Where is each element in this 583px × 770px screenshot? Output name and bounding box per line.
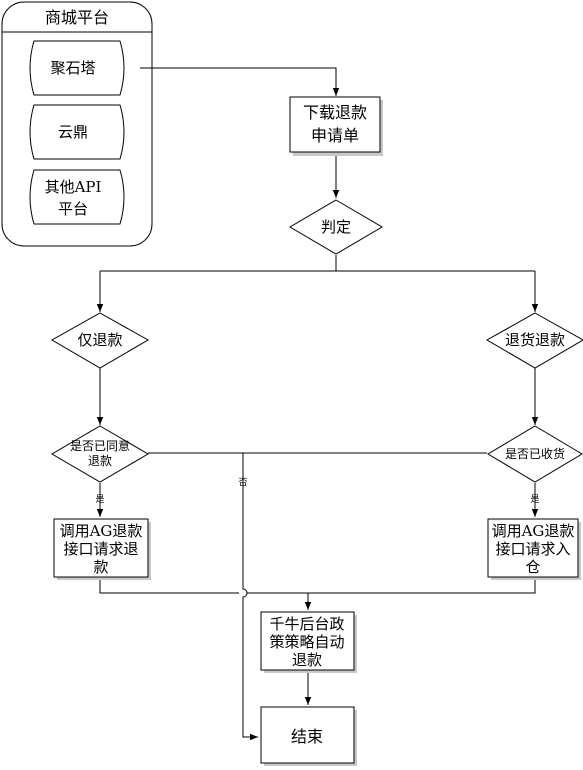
svg-text:仅退款: 仅退款 (77, 331, 122, 349)
node-end: 结束 (260, 706, 357, 766)
svg-text:调用AG退款: 调用AG退款 (492, 522, 575, 540)
node-return-refund: 退货退款 (485, 312, 583, 369)
svg-text:是否已同意: 是否已同意 (70, 438, 130, 453)
svg-text:调用AG退款: 调用AG退款 (60, 522, 143, 540)
platform-item-other-api: 其他API 平台 (29, 169, 125, 225)
svg-text:策策略自动: 策策略自动 (269, 633, 344, 651)
platform-item-yunding: 云鼎 (29, 104, 125, 160)
svg-text:是否已收货: 是否已收货 (505, 446, 565, 461)
svg-text:聚石塔: 聚石塔 (50, 59, 95, 77)
platform-group: 商城平台 聚石塔 云鼎 其他API 平台 (1, 1, 153, 247)
label-no: 否 (238, 477, 247, 488)
edge-platform-download (140, 67, 340, 96)
svg-text:款: 款 (93, 558, 108, 576)
connectors (96, 67, 539, 741)
edge-no-end (242, 453, 258, 741)
svg-text:仓: 仓 (525, 558, 540, 576)
node-call-refund: 调用AG退款 接口请求退 款 (53, 518, 151, 580)
edge-call-warehouse-merge (247, 577, 536, 594)
node-refund-only: 仅退款 (50, 312, 150, 369)
svg-text:退款: 退款 (88, 454, 112, 468)
node-call-warehouse: 调用AG退款 接口请求入 仓 (487, 518, 581, 580)
node-judge: 判定 (289, 199, 383, 255)
platform-group-title: 商城平台 (45, 8, 109, 27)
svg-text:退款: 退款 (292, 651, 322, 669)
svg-text:判定: 判定 (321, 218, 351, 236)
svg-text:云鼎: 云鼎 (58, 123, 88, 141)
svg-text:接口请求退: 接口请求退 (63, 540, 138, 558)
label-yes-left: 是 (95, 494, 104, 505)
svg-text:接口请求入: 接口请求入 (495, 540, 570, 558)
platform-item-jushita: 聚石塔 (29, 40, 125, 96)
svg-text:千牛后台政: 千牛后台政 (269, 615, 344, 633)
svg-text:结束: 结束 (291, 727, 323, 746)
node-download: 下载退款 申请单 (289, 96, 383, 156)
svg-text:平台: 平台 (58, 200, 88, 218)
svg-text:申请单: 申请单 (311, 126, 359, 145)
node-auto-refund: 千牛后台政 策策略自动 退款 (260, 611, 357, 673)
svg-text:其他API: 其他API (45, 178, 102, 196)
node-received: 是否已收货 (487, 425, 583, 483)
svg-text:下载退款: 下载退款 (303, 103, 367, 122)
node-agreed: 是否已同意 退款 (51, 425, 149, 483)
svg-text:退货退款: 退货退款 (505, 331, 565, 349)
edge-call-refund-merge (99, 577, 239, 594)
label-yes-right: 是 (530, 494, 539, 505)
